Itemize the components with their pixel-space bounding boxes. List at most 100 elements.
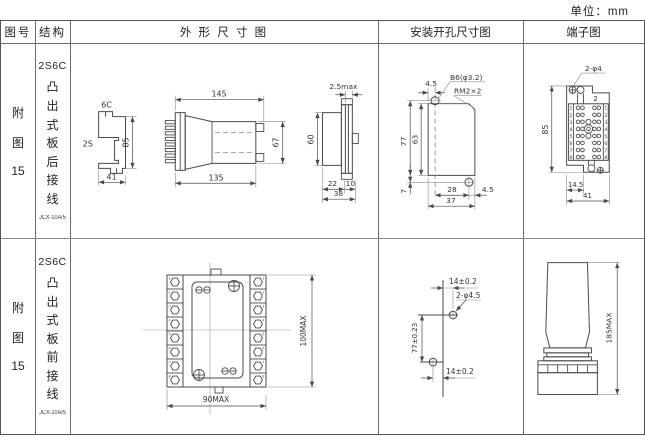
outline-cell-row2: 1 2 3 4 5 6 7 8 1 <box>70 238 378 434</box>
svg-text:5: 5 <box>262 333 264 337</box>
screw-icon <box>596 166 604 174</box>
mounting-screw-icon <box>228 280 240 292</box>
fig-no-cell-row1: 附 图 15 <box>1 43 35 238</box>
svg-text:8: 8 <box>570 155 573 161</box>
svg-text:1: 1 <box>604 106 607 112</box>
dim-37: 37 <box>446 196 456 205</box>
header-outline: 外 形 尺 寸 图 <box>179 27 269 39</box>
terminal-row: 6 6 <box>570 140 607 147</box>
terminal-block: 1 1 2 2 3 3 <box>568 103 609 161</box>
header-mounting: 安装开孔尺寸图 <box>410 27 491 39</box>
header-fig-no: 图号 <box>4 27 32 39</box>
col-divider <box>378 21 379 434</box>
svg-text:6: 6 <box>262 347 264 351</box>
dim-85: 85 <box>541 125 550 135</box>
mounting-type-label: 凸出式板前接线 <box>46 275 59 402</box>
dim-2s: 2S <box>83 139 93 148</box>
screw-icon <box>203 286 211 294</box>
svg-text:8: 8 <box>604 155 607 161</box>
structure-cell-row2: 2S6C 凸出式板前接线 JCX-10A/5 <box>35 238 70 434</box>
svg-text:8: 8 <box>262 375 264 379</box>
dimension-table: 图号 结构 外 形 尺 寸 图 安装开孔尺寸图 端子图 附 图 15 2S6C … <box>0 20 645 435</box>
dim-145: 145 <box>211 90 226 99</box>
post-icon <box>576 86 585 104</box>
right-terminal-column: 1 2 3 4 5 6 7 8 <box>249 274 267 388</box>
dim-38: 38 <box>334 189 344 198</box>
dim-60: 60 <box>307 134 316 144</box>
svg-text:7: 7 <box>169 361 171 365</box>
svg-text:1: 1 <box>262 277 264 281</box>
top-tab <box>210 268 222 276</box>
dim-85: 85 <box>121 137 130 147</box>
model-label: 2S6C <box>38 255 67 268</box>
svg-text:7: 7 <box>262 361 264 365</box>
svg-text:6: 6 <box>604 141 607 147</box>
hole-spec-label: B6(φ3.2) <box>450 73 483 82</box>
post-icon <box>587 160 596 173</box>
screw-icon <box>568 86 577 94</box>
svg-text:5: 5 <box>570 134 573 140</box>
fig-label: 附 <box>11 105 24 120</box>
dim-4-5-top: 4.5 <box>425 79 437 88</box>
dim-77: 77±0.23 <box>411 323 419 353</box>
panel-view: 2.5max 60 22 10 38 <box>307 82 363 204</box>
dim-63: 63 <box>411 135 420 145</box>
svg-text:3: 3 <box>570 120 573 126</box>
dim-14-5: 14.5 <box>568 181 583 189</box>
profile-view: 6C 2S 85 41 <box>83 101 137 186</box>
svg-text:5: 5 <box>604 134 607 140</box>
outline-cell-row1: 6C 2S 85 41 <box>70 43 378 238</box>
fig-label: 15 <box>11 163 25 178</box>
svg-text:5: 5 <box>169 333 171 337</box>
fig-label: 图 <box>11 331 24 345</box>
svg-text:4: 4 <box>169 319 172 323</box>
svg-text:6: 6 <box>169 347 171 351</box>
terminal-row: 5 5 <box>570 132 607 140</box>
structure-cell-row1: 2S6C 凸出式板后接线 JCX-10A/5 <box>35 43 70 238</box>
relay-side-silhouette <box>537 262 598 396</box>
dim-10: 10 <box>346 179 356 188</box>
r1-terminal-drawing: 2 2-φ4 1 1 2 2 <box>541 64 610 205</box>
r2-outline-drawing: 1 2 3 4 5 6 7 8 1 <box>143 262 316 414</box>
r1-mounting-drawing: 4.5 B6(φ3.2) RM2×2 77 63 7 28 4.5 <box>399 73 494 210</box>
dim-90max: 90MAX <box>203 395 229 404</box>
unit-label: 单位：mm <box>570 6 629 18</box>
header-terminal: 端子图 <box>566 27 601 39</box>
dim-67: 67 <box>272 137 281 147</box>
svg-text:3: 3 <box>169 305 171 309</box>
holes-spec-label: 2-φ4.5 <box>456 291 481 300</box>
dim-7: 7 <box>399 189 408 194</box>
svg-text:2: 2 <box>570 113 573 119</box>
side-view: 145 135 67 <box>164 90 286 188</box>
relay-type-label: JCX-10A/5 <box>39 410 66 417</box>
fig-label: 附 <box>11 301 24 315</box>
terminal-row: 2 2 <box>570 112 607 119</box>
relay-type-label: JCX-10A/5 <box>39 214 66 221</box>
mounting-screw-icon <box>193 369 205 381</box>
header-divider <box>1 43 644 44</box>
holes-spec-label: 2-φ4 <box>585 64 602 73</box>
mounting-cell-row1: 4.5 B6(φ3.2) RM2×2 77 63 7 28 4.5 <box>378 43 523 238</box>
model-label: 2S6C <box>38 60 67 73</box>
svg-text:1: 1 <box>169 277 171 281</box>
col-divider <box>523 21 524 434</box>
relay-body-outline <box>191 281 244 379</box>
col-divider <box>70 21 71 434</box>
dim-41: 41 <box>107 172 117 181</box>
fig-label: 图 <box>11 135 24 150</box>
svg-text:3: 3 <box>604 120 607 126</box>
left-terminal-column: 1 2 3 4 5 6 7 8 <box>166 274 184 388</box>
dim-22: 22 <box>328 179 337 188</box>
header-structure: 结构 <box>39 27 66 39</box>
svg-text:7: 7 <box>570 148 573 154</box>
mounting-cell-row2: 2-φ4.5 14±0.2 77±0.23 14±0.2 <box>378 238 523 434</box>
fig-label: 15 <box>11 359 25 373</box>
row-divider <box>1 238 644 239</box>
dim-100max: 100MAX <box>299 315 308 346</box>
terminal-cell-row1: 2 2-φ4 1 1 2 2 <box>523 43 644 238</box>
dim-6c: 6C <box>101 101 112 110</box>
dim-14-bottom: 14±0.2 <box>446 367 474 376</box>
terminal-cell-row2: 185MAX <box>523 238 644 434</box>
r1-outline-drawing: 6C 2S 85 41 <box>83 82 363 204</box>
